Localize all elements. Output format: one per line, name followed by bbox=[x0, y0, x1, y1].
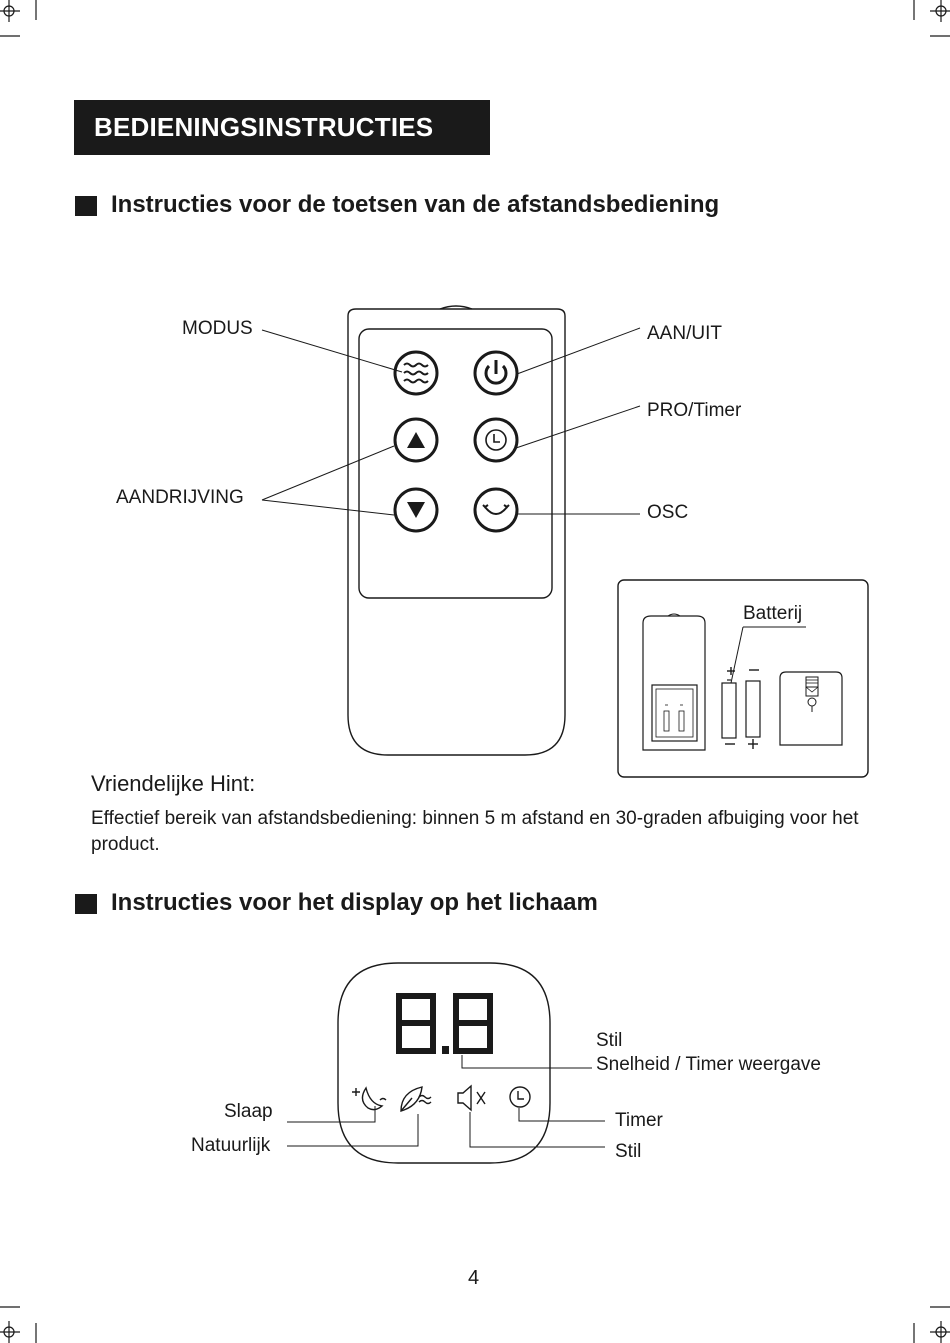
crop-mark-icon bbox=[0, 1306, 37, 1343]
drive-up-button[interactable] bbox=[393, 417, 439, 463]
label-speed-timer: Snelheid / Timer weergave bbox=[596, 1054, 821, 1075]
arrow-down-icon bbox=[407, 502, 425, 518]
power-icon bbox=[484, 360, 508, 385]
leaf-wind-icon bbox=[400, 1086, 432, 1112]
moon-star-icon bbox=[352, 1086, 387, 1111]
battery-inset bbox=[617, 579, 869, 778]
label-pro-timer: PRO/Timer bbox=[647, 400, 742, 421]
clock-icon bbox=[485, 429, 507, 451]
remote-body bbox=[347, 308, 566, 756]
remote-panel bbox=[358, 328, 553, 599]
page-number: 4 bbox=[468, 1267, 480, 1289]
label-battery: Batterij bbox=[743, 603, 803, 624]
power-button[interactable] bbox=[473, 350, 519, 396]
battery-icon bbox=[721, 679, 761, 739]
arrow-up-icon bbox=[407, 432, 425, 448]
osc-button[interactable] bbox=[473, 487, 519, 533]
label-osc: OSC bbox=[647, 502, 689, 523]
section-bullet bbox=[75, 196, 97, 216]
label-silent-top: Stil bbox=[596, 1030, 623, 1051]
clock-icon bbox=[509, 1086, 531, 1108]
label-sleep: Slaap bbox=[224, 1101, 273, 1122]
section-title-display: Instructies voor het display op het lich… bbox=[111, 889, 598, 916]
page-title: BEDIENINGSINSTRUCTIES bbox=[74, 100, 490, 155]
digit-display bbox=[396, 993, 493, 1054]
mode-button[interactable] bbox=[393, 350, 439, 396]
label-mode: MODUS bbox=[182, 318, 253, 339]
display-panel bbox=[337, 962, 551, 1164]
crop-mark-icon bbox=[913, 0, 950, 37]
label-natural: Natuurlijk bbox=[191, 1135, 271, 1156]
hint-title: Vriendelijke Hint: bbox=[91, 771, 256, 796]
label-silent-bottom: Stil bbox=[615, 1141, 642, 1162]
speaker-mute-icon bbox=[457, 1084, 486, 1112]
label-drive: AANDRIJVING bbox=[116, 487, 244, 508]
pro-timer-button[interactable] bbox=[473, 417, 519, 463]
wave-icon bbox=[403, 362, 429, 384]
label-power: AAN/UIT bbox=[647, 323, 722, 344]
crop-mark-icon bbox=[913, 1306, 950, 1343]
oscillate-icon bbox=[482, 504, 510, 515]
crop-mark-icon bbox=[0, 0, 37, 37]
label-timer: Timer bbox=[615, 1110, 663, 1131]
section-title-remote: Instructies voor de toetsen van de afsta… bbox=[111, 191, 720, 218]
hint-text: Effectief bereik van afstandsbediening: … bbox=[91, 808, 859, 855]
section-bullet bbox=[75, 894, 97, 914]
drive-down-button[interactable] bbox=[393, 487, 439, 533]
